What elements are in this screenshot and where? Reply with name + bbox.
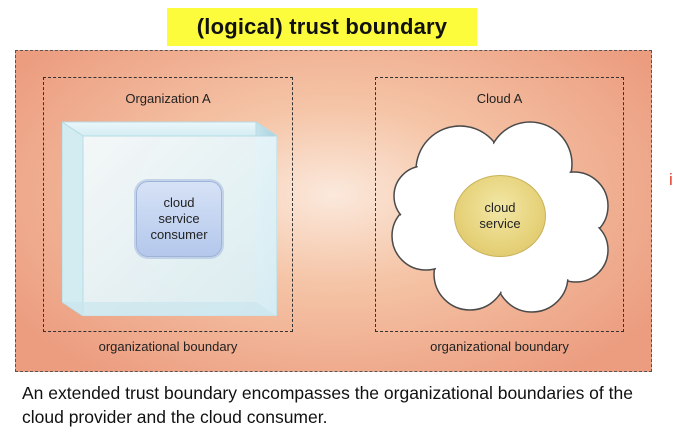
cloud-service: cloud service	[454, 175, 546, 257]
caption-text: An extended trust boundary encompasses t…	[22, 383, 633, 427]
organizational-boundary-label-left: organizational boundary	[98, 339, 238, 354]
slide-title: (logical) trust boundary	[167, 8, 477, 46]
organization-boundary-left	[43, 77, 293, 332]
cloud-a-label: Cloud A	[476, 91, 523, 106]
organization-boundary-right	[375, 77, 624, 332]
organizational-boundary-label-right: organizational boundary	[430, 339, 569, 354]
edge-mark: i	[669, 170, 673, 189]
organization-a-label: Organization A	[125, 91, 211, 106]
organization-cube-icon	[62, 121, 277, 316]
cloud-service-consumer: cloud service consumer	[136, 181, 222, 257]
